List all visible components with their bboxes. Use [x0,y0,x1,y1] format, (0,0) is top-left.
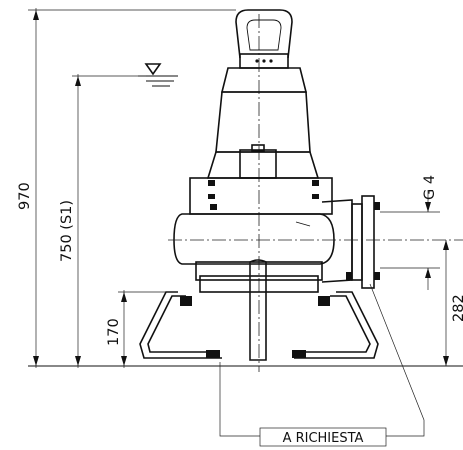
motor-housing [206,67,320,179]
dimension-label-outlet-size: G 4 [422,175,438,200]
mounting-plate [189,177,333,215]
dimension-label-outlet-height: 282 [451,294,463,322]
callout-leaders: A RICHIESTA [219,283,425,447]
lifting-handle [235,9,293,69]
dimension-outlet-size: G 4 [380,175,440,290]
dimension-base-height: 170 [106,290,178,368]
pump-volute [173,213,335,293]
dimension-label-total-height: 970 [17,182,33,210]
discharge-outlet [321,195,380,289]
dimension-water-level: 750 (S1) [59,74,146,368]
dimension-label-water-level: 750 (S1) [59,200,75,262]
shaft-column [249,259,267,361]
callout-label: A RICHIESTA [283,431,364,446]
dimension-total-height: 970 [17,8,236,368]
water-level-symbol [138,63,178,87]
dimension-label-base-height: 170 [106,318,122,346]
dimension-outlet-height: 282 [443,240,463,366]
